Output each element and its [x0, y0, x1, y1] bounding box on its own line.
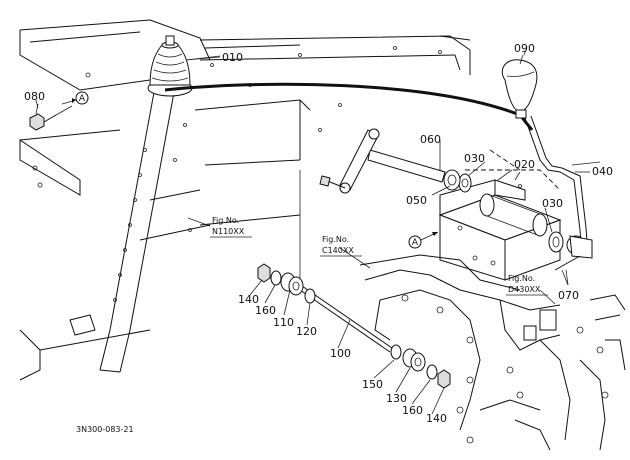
- label-020: 020: [514, 158, 535, 171]
- label-150: 150: [362, 378, 383, 391]
- joint-110: [280, 272, 304, 296]
- lever-rod-040: [524, 115, 601, 259]
- fig-ref-c140: Fig.No. C140XX: [320, 235, 362, 257]
- fig-ref-d430-title: Fig.No.: [508, 274, 535, 283]
- nut-140b: [437, 369, 451, 389]
- label-090: 090: [514, 42, 535, 55]
- callout-a-right-text: A: [412, 238, 419, 248]
- rod-100: [299, 170, 393, 353]
- nut-140a: [257, 263, 271, 283]
- label-010: 010: [222, 51, 243, 64]
- label-070: 070: [558, 289, 579, 302]
- label-080: 080: [24, 90, 45, 103]
- label-120: 120: [296, 325, 317, 338]
- fig-ref-d430-code: D430XX: [508, 285, 541, 294]
- label-100: 100: [330, 347, 351, 360]
- bracket-box-020: [438, 171, 562, 281]
- washer-120: [304, 288, 316, 304]
- fig-ref-c140-code: C140XX: [322, 246, 354, 255]
- fig-ref-n110-title: Fig.No.: [212, 216, 239, 225]
- label-030b: 030: [542, 197, 563, 210]
- joint-130: [402, 348, 426, 372]
- shift-cable: [164, 82, 534, 131]
- callout-a-left-text: A: [79, 94, 86, 104]
- fig-ref-n110: Fig.No. N110XX: [210, 216, 252, 238]
- label-140b: 140: [426, 412, 447, 425]
- label-030a: 030: [464, 152, 485, 165]
- arm-shaft-060: [319, 128, 446, 194]
- transmission-housing: [359, 254, 626, 451]
- callout-a-right: A: [408, 231, 439, 249]
- washer-150: [390, 344, 402, 360]
- label-160b: 160: [402, 404, 423, 417]
- label-140a: 140: [238, 293, 259, 306]
- fig-ref-c140-title: Fig.No.: [322, 235, 349, 244]
- callout-a-left: A: [61, 91, 89, 105]
- cabin-frame: [19, 19, 471, 381]
- fig-ref-d430: Fig.No. D430XX: [506, 274, 548, 296]
- washer-030a: [458, 173, 472, 193]
- washer-160b: [426, 364, 438, 380]
- label-110: 110: [273, 316, 294, 329]
- washer-160a: [270, 270, 282, 286]
- label-130: 130: [386, 392, 407, 405]
- bolt-080: [29, 99, 73, 131]
- bushing-050: [443, 169, 461, 191]
- label-050: 050: [406, 194, 427, 207]
- washer-030b: [548, 231, 564, 253]
- drawing-code: 3N300-083-21: [76, 425, 134, 434]
- knob-090: [501, 49, 538, 119]
- label-060: 060: [420, 133, 441, 146]
- fig-ref-n110-code: N110XX: [212, 227, 245, 236]
- label-040: 040: [592, 165, 613, 178]
- leader-lines: [35, 54, 590, 415]
- pin-070: [554, 255, 581, 286]
- label-160a: 160: [255, 304, 276, 317]
